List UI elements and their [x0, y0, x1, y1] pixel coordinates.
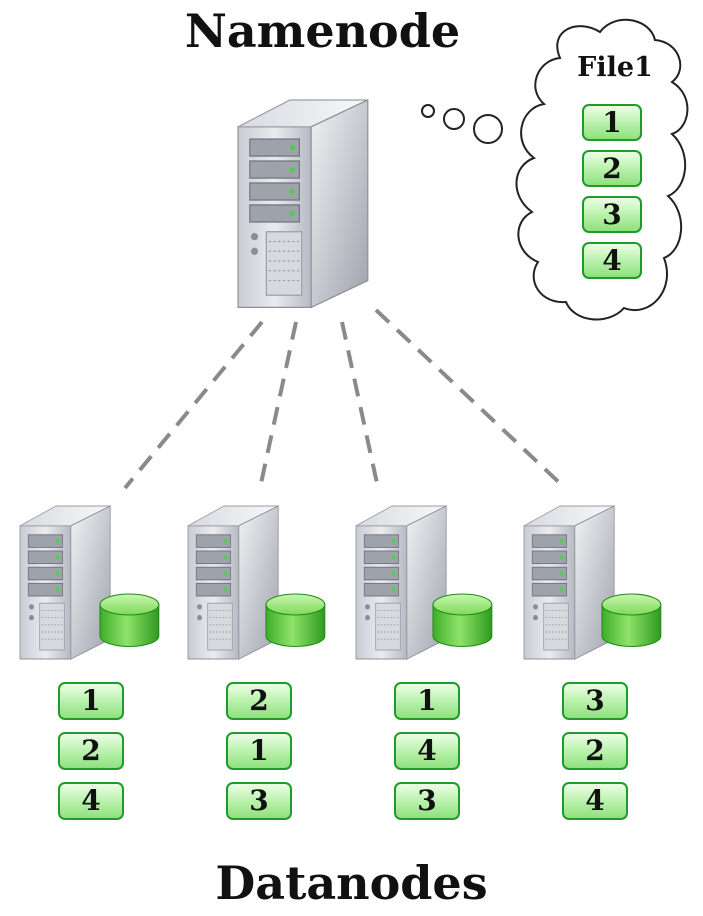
link-datanode-4 — [374, 308, 567, 490]
datanode-server-icon — [19, 505, 111, 660]
stored-block: 2 — [226, 682, 292, 720]
file-block: 4 — [582, 242, 642, 279]
stored-block: 4 — [58, 782, 124, 820]
link-datanode-1 — [123, 320, 264, 490]
datanode-server-icon — [523, 505, 615, 660]
file-block: 2 — [582, 150, 642, 187]
stored-block: 3 — [226, 782, 292, 820]
stored-block: 3 — [562, 682, 628, 720]
namenode-title: Namenode — [184, 4, 461, 58]
datanode-4 — [523, 505, 662, 660]
database-icon — [432, 593, 493, 648]
file-block: 1 — [582, 104, 642, 141]
stored-block: 1 — [226, 732, 292, 770]
datanode-3 — [355, 505, 493, 660]
thought-bubble-large-icon — [473, 114, 503, 144]
thought-bubble-small-icon — [421, 104, 435, 118]
datanode-server-icon — [187, 505, 279, 660]
stored-block: 2 — [562, 732, 628, 770]
file-block: 3 — [582, 196, 642, 233]
datanode-1 — [19, 505, 160, 660]
thought-bubble-medium-icon — [443, 108, 465, 130]
file-name-label: File1 — [577, 52, 653, 83]
stored-block: 4 — [562, 782, 628, 820]
database-icon — [601, 593, 662, 648]
stored-block: 2 — [58, 732, 124, 770]
datanodes-title: Datanodes — [215, 856, 488, 910]
link-datanode-2 — [258, 321, 298, 489]
datanode-2 — [187, 505, 326, 660]
stored-block: 1 — [58, 682, 124, 720]
stored-block: 1 — [394, 682, 460, 720]
stored-block: 4 — [394, 732, 460, 770]
database-icon — [265, 593, 326, 648]
stored-block: 3 — [394, 782, 460, 820]
link-datanode-3 — [340, 321, 380, 489]
database-icon — [99, 593, 160, 648]
namenode-server-icon — [237, 99, 369, 309]
